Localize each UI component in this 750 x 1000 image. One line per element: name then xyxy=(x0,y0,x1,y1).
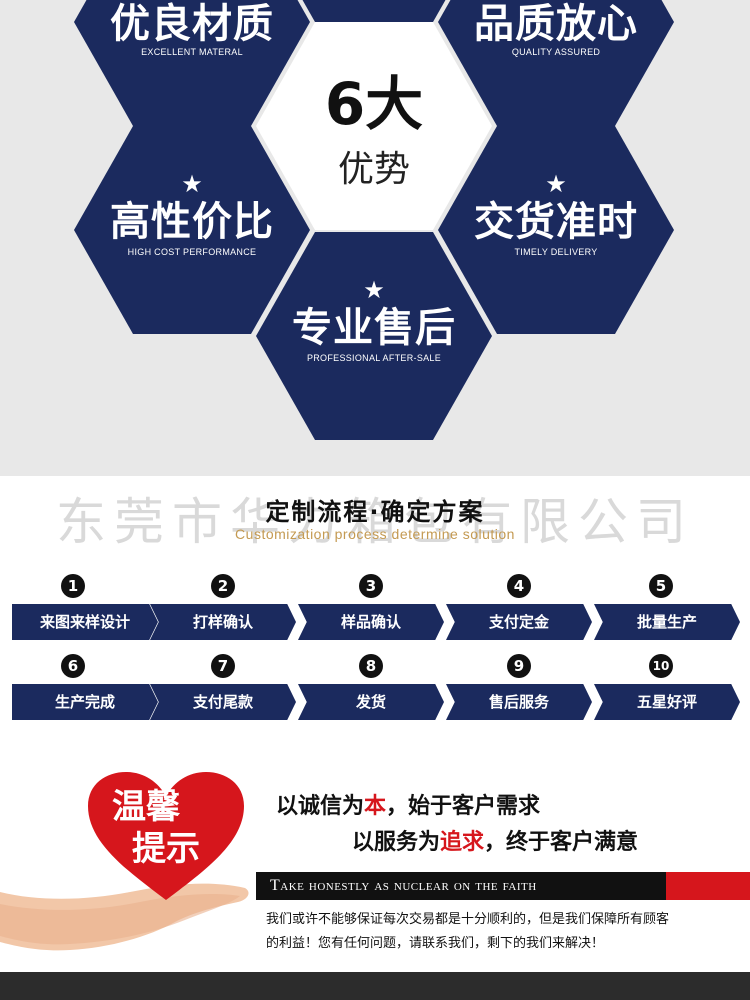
slogan-highlight: 本 xyxy=(364,794,387,819)
slogan-line-1: 以诚信为本，始于客户需求 xyxy=(276,788,540,820)
step-label: 支付定金 xyxy=(446,604,592,640)
step-label: 批量生产 xyxy=(594,604,740,640)
step-label: 五星好评 xyxy=(594,684,740,720)
step-number: 3 xyxy=(359,574,383,598)
process-step-5: 5 批量生产 xyxy=(594,574,740,644)
star-icon: ★ xyxy=(545,170,567,198)
hex-subtitle: QUALITY ASSURED xyxy=(511,47,601,57)
step-number: 2 xyxy=(211,574,235,598)
step-label: 发货 xyxy=(298,684,444,720)
star-icon: ★ xyxy=(181,170,203,198)
faith-banner: Take honestly as nuclear on the faith xyxy=(256,872,750,900)
slogan-highlight: 追求 xyxy=(440,830,485,855)
heart-icon xyxy=(88,772,244,900)
description-line: 我们或许不能够保证每次交易都是十分顺利的，但是我们保障所有顾客 xyxy=(266,912,670,927)
step-label: 来图来样设计 xyxy=(12,604,158,640)
hex-subtitle: PROFESSIONAL AFTER-SALE xyxy=(306,353,442,363)
hands-image xyxy=(0,883,249,951)
process-step-10: 10 五星好评 xyxy=(594,654,740,724)
step-number: 7 xyxy=(211,654,235,678)
process-step-2: 2 打样确认 xyxy=(150,574,296,644)
process-step-3: 3 样品确认 xyxy=(298,574,444,644)
banner-text: Take honestly as nuclear on the faith xyxy=(256,872,666,900)
warm-tips-section: 温馨 提示 以诚信为本，始于客户需求 以服务为追求，终于客户满意 Take ho… xyxy=(0,766,750,972)
process-title: 定制流程·确定方案 xyxy=(265,498,485,526)
process-step-7: 7 支付尾款 xyxy=(150,654,296,724)
process-step-1: 1 来图来样设计 xyxy=(12,574,158,644)
slogan-line-2: 以服务为追求，终于客户满意 xyxy=(352,824,638,856)
slogan-text: ，终于客户满意 xyxy=(484,830,639,855)
step-number: 5 xyxy=(649,574,673,598)
process-subtitle: Customization process determine solution xyxy=(235,526,515,542)
star-icon: ★ xyxy=(363,276,385,304)
advantages-label: 优势 xyxy=(337,149,410,190)
step-number: 4 xyxy=(507,574,531,598)
banner-accent xyxy=(666,872,750,900)
advantages-count: 6大 xyxy=(324,70,424,138)
hex-title: 品质放心 xyxy=(474,1,638,47)
step-label: 打样确认 xyxy=(150,604,296,640)
process-step-6: 6 生产完成 xyxy=(12,654,158,724)
warm-tips-label-line1: 温馨 xyxy=(112,787,180,827)
description-line: 的利益！您有任何问题，请联系我们，剩下的我们来解决！ xyxy=(266,936,605,951)
hex-title: 优良材质 xyxy=(110,1,274,47)
step-label: 样品确认 xyxy=(298,604,444,640)
customization-process-section: 东莞市华力箱包有限公司 定制流程·确定方案 Customization proc… xyxy=(0,476,750,766)
advantages-section: 优良材质 EXCELLENT MATERAL 品质放心 QUALITY ASSU… xyxy=(0,0,750,476)
footer-bar xyxy=(0,972,750,1000)
step-number: 9 xyxy=(507,654,531,678)
slogan-text: 以诚信为 xyxy=(276,794,365,819)
step-label: 生产完成 xyxy=(12,684,158,720)
hex-professional-after-sale: ★ 专业售后 PROFESSIONAL AFTER-SALE xyxy=(256,232,492,440)
hex-title: 高性价比 xyxy=(110,199,274,245)
process-step-4: 4 支付定金 xyxy=(446,574,592,644)
warm-tips-label-line2: 提示 xyxy=(132,829,200,869)
hex-subtitle: EXCELLENT MATERAL xyxy=(141,47,243,57)
step-number: 1 xyxy=(61,574,85,598)
process-step-8: 8 发货 xyxy=(298,654,444,724)
slogan-text: ，始于客户需求 xyxy=(386,794,541,819)
step-number: 10 xyxy=(649,654,673,678)
step-label: 支付尾款 xyxy=(150,684,296,720)
process-step-9: 9 售后服务 xyxy=(446,654,592,724)
hex-title: 交货准时 xyxy=(474,199,638,245)
hex-subtitle: HIGH COST PERFORMANCE xyxy=(127,247,257,257)
slogan-text: 以服务为 xyxy=(352,830,441,855)
hex-subtitle: TIMELY DELIVERY xyxy=(514,247,598,257)
hex-center-advantages: 6大 优势 xyxy=(256,22,492,230)
step-number: 8 xyxy=(359,654,383,678)
step-number: 6 xyxy=(61,654,85,678)
hex-top-partial xyxy=(256,0,492,22)
company-watermark: 东莞市华力箱包有限公司 xyxy=(56,493,694,551)
step-label: 售后服务 xyxy=(446,684,592,720)
hex-title: 专业售后 xyxy=(292,305,456,351)
tips-description: 我们或许不能够保证每次交易都是十分顺利的，但是我们保障所有顾客 的利益！您有任何… xyxy=(266,908,744,956)
